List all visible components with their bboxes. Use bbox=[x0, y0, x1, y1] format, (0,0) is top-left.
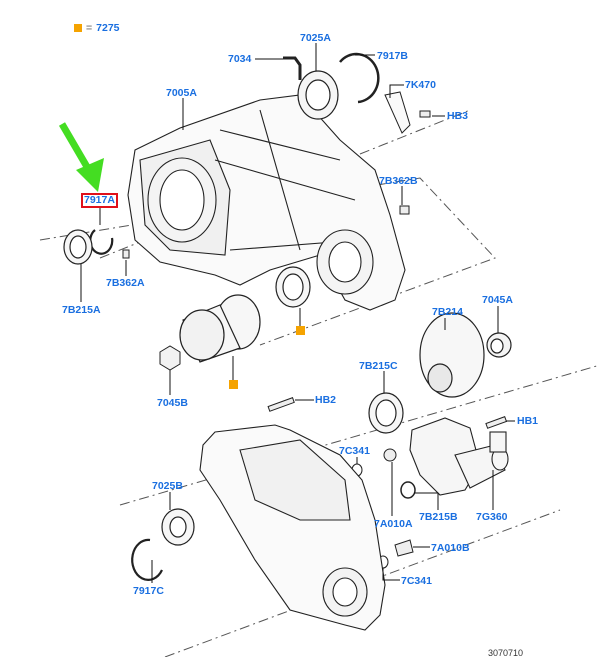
illustration-reference-number: 3070710 bbox=[488, 648, 524, 658]
callout-7K470[interactable]: 7K470 bbox=[405, 79, 436, 91]
callout-7C341-upper[interactable]: 7C341 bbox=[339, 445, 370, 457]
callout-7025A[interactable]: 7025A bbox=[300, 32, 331, 44]
callout-7C341-lower[interactable]: 7C341 bbox=[401, 575, 432, 587]
callout-7B215A[interactable]: 7B215A bbox=[62, 304, 101, 316]
vent-tube-7034 bbox=[283, 56, 302, 80]
callout-7917B[interactable]: 7917B bbox=[377, 50, 408, 62]
flange-with-seal-7275 bbox=[179, 294, 261, 363]
seal-7275-center bbox=[275, 266, 311, 308]
nut-7045A bbox=[486, 332, 512, 358]
companion-flange-7B214 bbox=[419, 312, 485, 398]
dowel-7B362B bbox=[399, 205, 410, 215]
callout-7005A[interactable]: 7005A bbox=[166, 87, 197, 99]
dowel-7B362A bbox=[122, 249, 130, 259]
seal-7B215A bbox=[63, 229, 93, 265]
legend-equals: = bbox=[86, 22, 93, 34]
callout-7B362B[interactable]: 7B362B bbox=[379, 175, 418, 187]
bolt-HB2 bbox=[267, 397, 295, 412]
snap-ring-7917B bbox=[339, 52, 380, 104]
orange-square-icon bbox=[74, 24, 82, 32]
callout-7B215B[interactable]: 7B215B bbox=[419, 511, 458, 523]
callout-7A010B[interactable]: 7A010B bbox=[431, 542, 470, 554]
marker-7275-flange bbox=[229, 380, 238, 389]
callout-7045B[interactable]: 7045B bbox=[157, 397, 188, 409]
callout-7025B[interactable]: 7025B bbox=[152, 480, 183, 492]
callout-HB1[interactable]: HB1 bbox=[517, 415, 539, 427]
callout-7A010A[interactable]: 7A010A bbox=[374, 518, 413, 530]
bolt-HB3 bbox=[419, 110, 431, 118]
shift-motor-7G360 bbox=[409, 417, 509, 496]
callout-7B362A[interactable]: 7B362A bbox=[106, 277, 145, 289]
nut-7045B bbox=[159, 345, 181, 371]
callout-7045A[interactable]: 7045A bbox=[482, 294, 513, 306]
callout-7034[interactable]: 7034 bbox=[228, 53, 252, 65]
callout-HB2[interactable]: HB2 bbox=[315, 394, 337, 406]
leader-lines bbox=[80, 43, 515, 583]
callout-7917A-highlighted[interactable]: 7917A bbox=[81, 193, 118, 208]
plug-7A010B bbox=[394, 539, 414, 557]
bearing-7025B bbox=[161, 508, 195, 546]
seal-7B215C bbox=[368, 392, 404, 434]
callout-7B214[interactable]: 7B214 bbox=[432, 306, 463, 318]
plate-7K470 bbox=[384, 91, 411, 134]
transfer-case-rear-housing bbox=[199, 424, 386, 631]
legend: = 7275 bbox=[74, 22, 120, 34]
callout-7G360[interactable]: 7G360 bbox=[476, 511, 508, 523]
green-arrow-icon bbox=[58, 122, 104, 192]
callout-7917C[interactable]: 7917C bbox=[133, 585, 164, 597]
legend-part-number: 7275 bbox=[96, 22, 120, 34]
callout-HB3[interactable]: HB3 bbox=[447, 110, 469, 122]
seal-7025A bbox=[297, 70, 339, 120]
snap-ring-7917C bbox=[131, 538, 163, 581]
callout-7B215C[interactable]: 7B215C bbox=[359, 360, 398, 372]
bolt-HB1 bbox=[485, 416, 508, 429]
marker-7275-center bbox=[296, 326, 305, 335]
lower-assembly-outline bbox=[119, 364, 600, 506]
snap-ring-7917A bbox=[89, 229, 114, 255]
transfer-case-front-housing bbox=[127, 94, 406, 311]
plug-7A010A bbox=[383, 448, 397, 462]
oring-7B215B bbox=[400, 481, 416, 499]
